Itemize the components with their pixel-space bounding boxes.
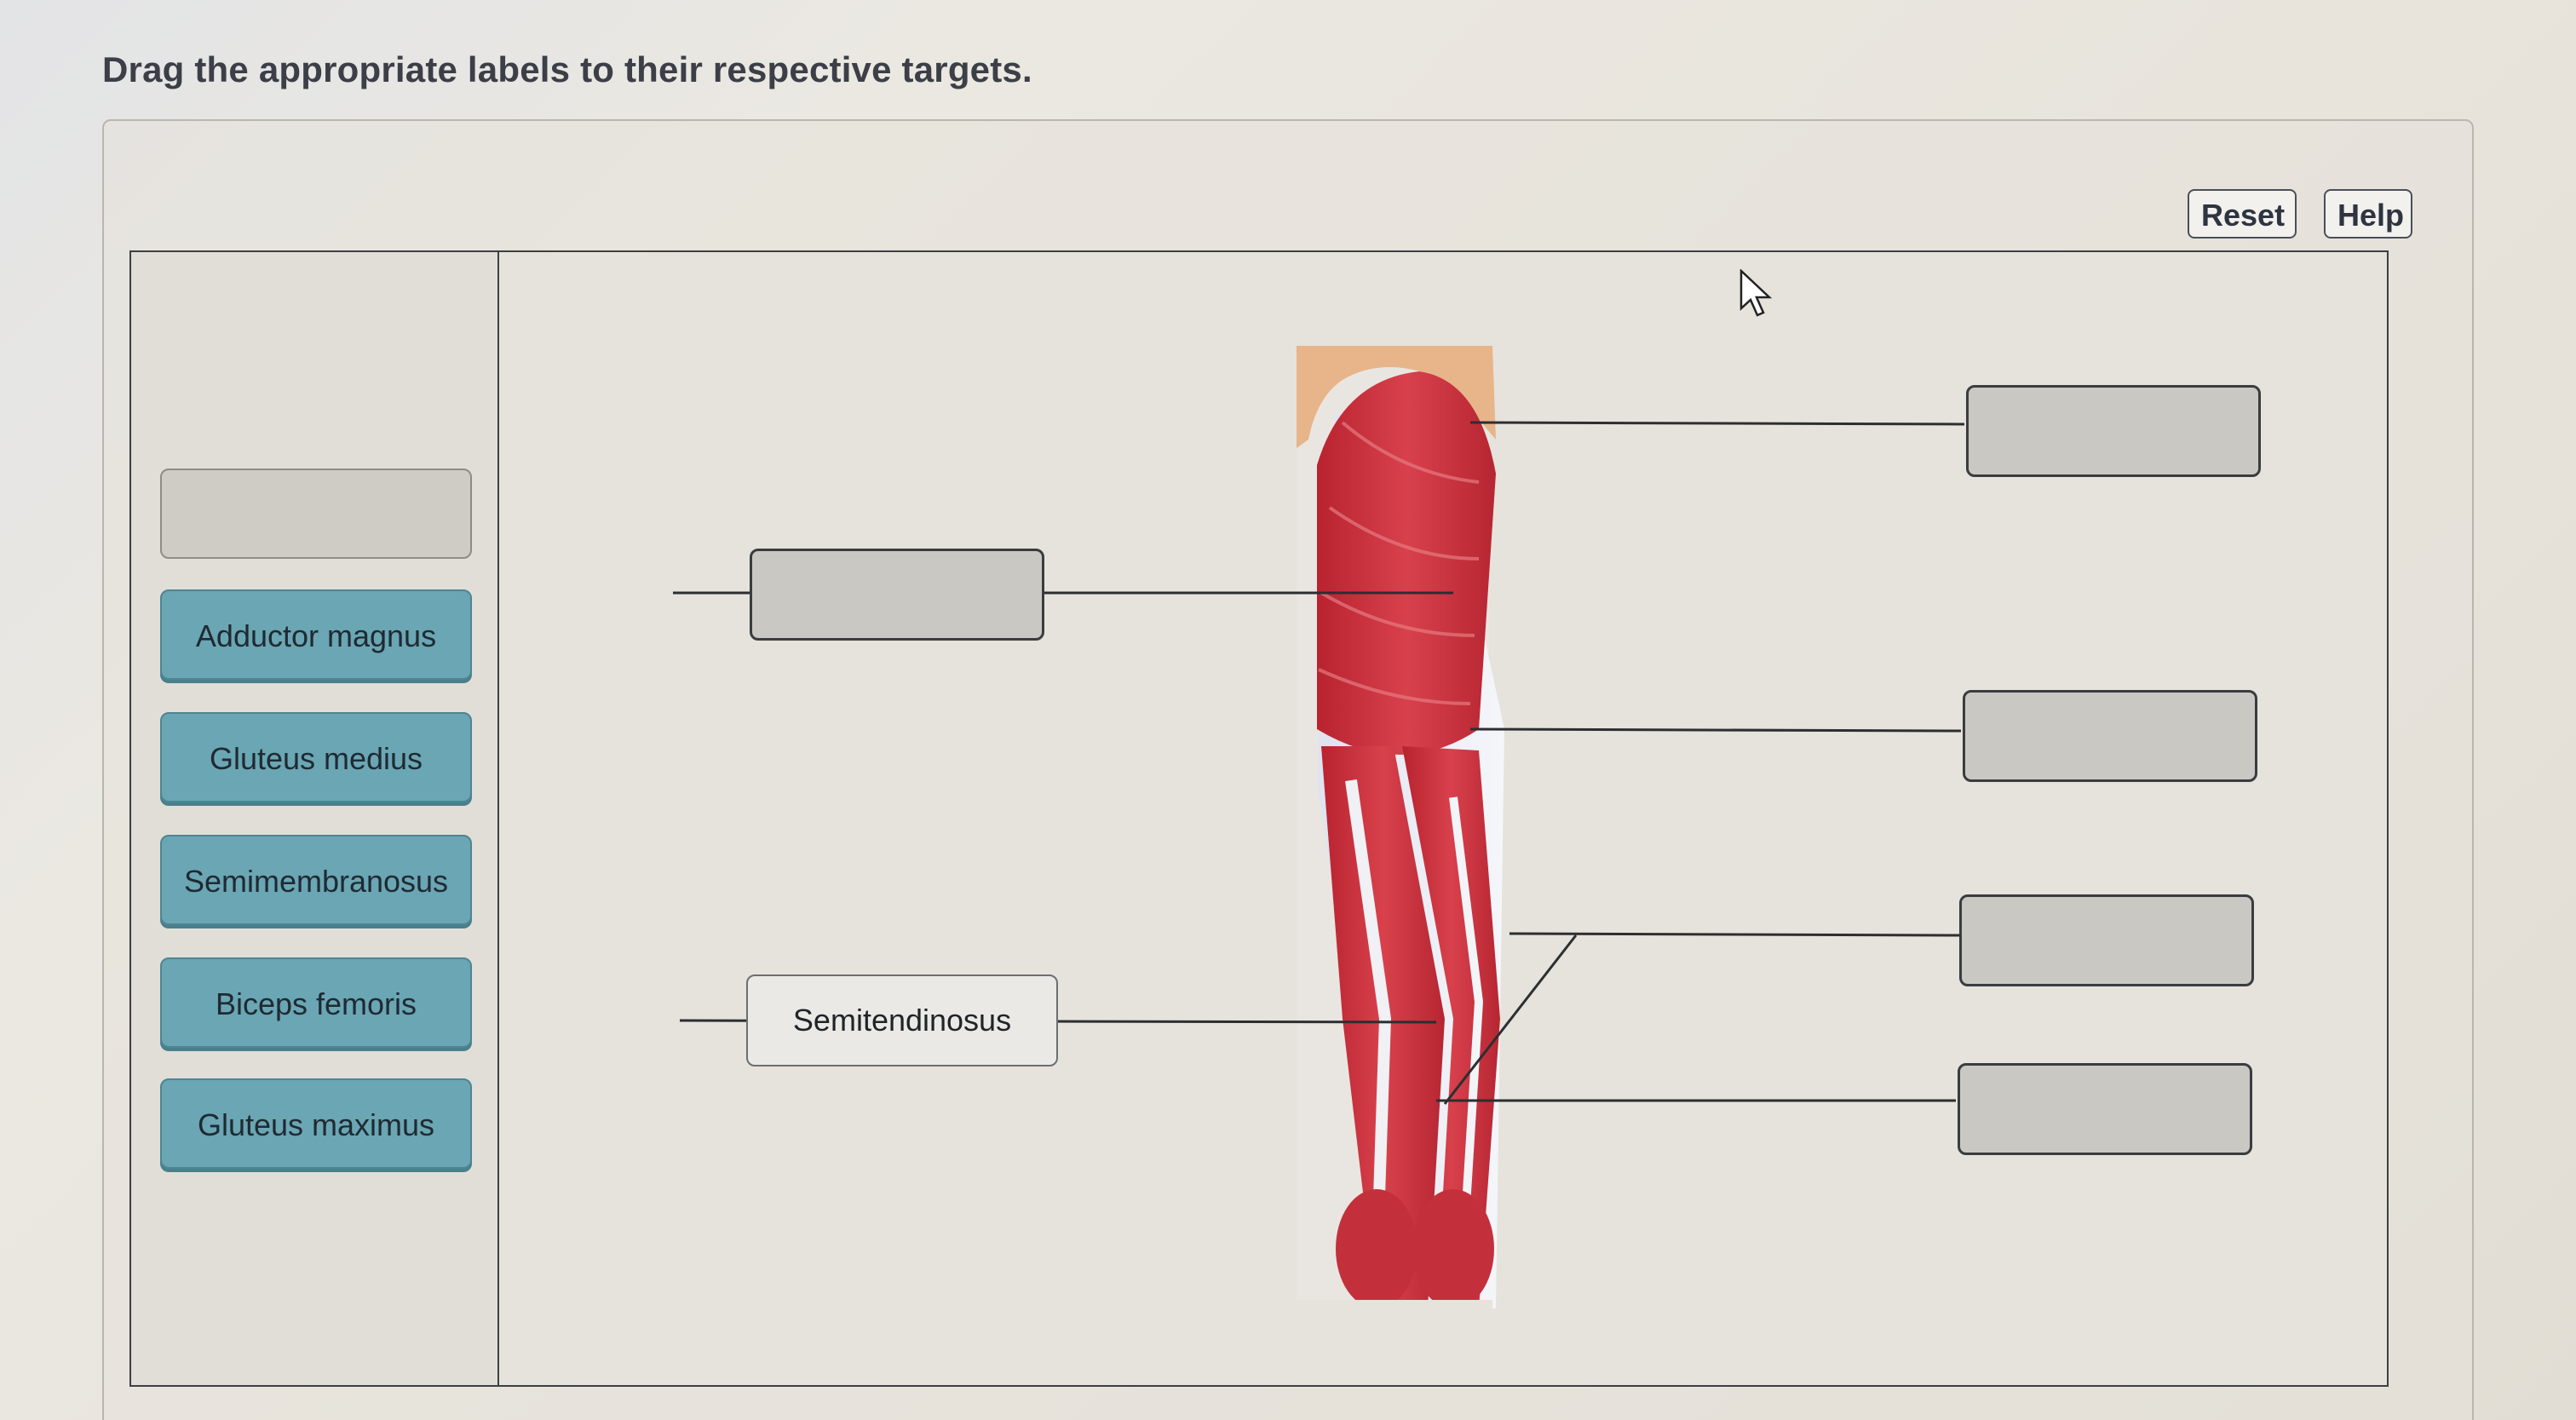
help-button[interactable]: Help (2324, 189, 2412, 239)
drop-target-right-4[interactable] (1958, 1063, 2252, 1155)
label-biceps-femoris[interactable]: Biceps femoris (160, 957, 472, 1048)
placed-label-semitendinosus[interactable]: Semitendinosus (746, 974, 1058, 1066)
label-gluteus-maximus[interactable]: Gluteus maximus (160, 1078, 472, 1169)
instruction-text: Drag the appropriate labels to their res… (102, 49, 1032, 89)
drop-target-left-upper[interactable] (750, 549, 1044, 641)
drop-target-right-1[interactable] (1966, 385, 2261, 477)
drop-target-right-3[interactable] (1959, 894, 2254, 986)
anatomy-diagram: Semitendinosus (499, 252, 2387, 1385)
drag-drop-work-area: Adductor magnus Gluteus medius Semimembr… (129, 250, 2389, 1387)
label-adductor-magnus[interactable]: Adductor magnus (160, 589, 472, 680)
label-gluteus-medius[interactable]: Gluteus medius (160, 712, 472, 802)
posterior-thigh-muscles-illustration (673, 346, 1965, 1310)
reset-button[interactable]: Reset (2188, 189, 2297, 239)
label-palette: Adductor magnus Gluteus medius Semimembr… (131, 252, 499, 1385)
label-semimembranosus[interactable]: Semimembranosus (160, 835, 472, 925)
drop-target-right-2[interactable] (1963, 690, 2257, 782)
palette-empty-slot (160, 469, 472, 559)
mouse-pointer-icon (1739, 269, 1773, 317)
